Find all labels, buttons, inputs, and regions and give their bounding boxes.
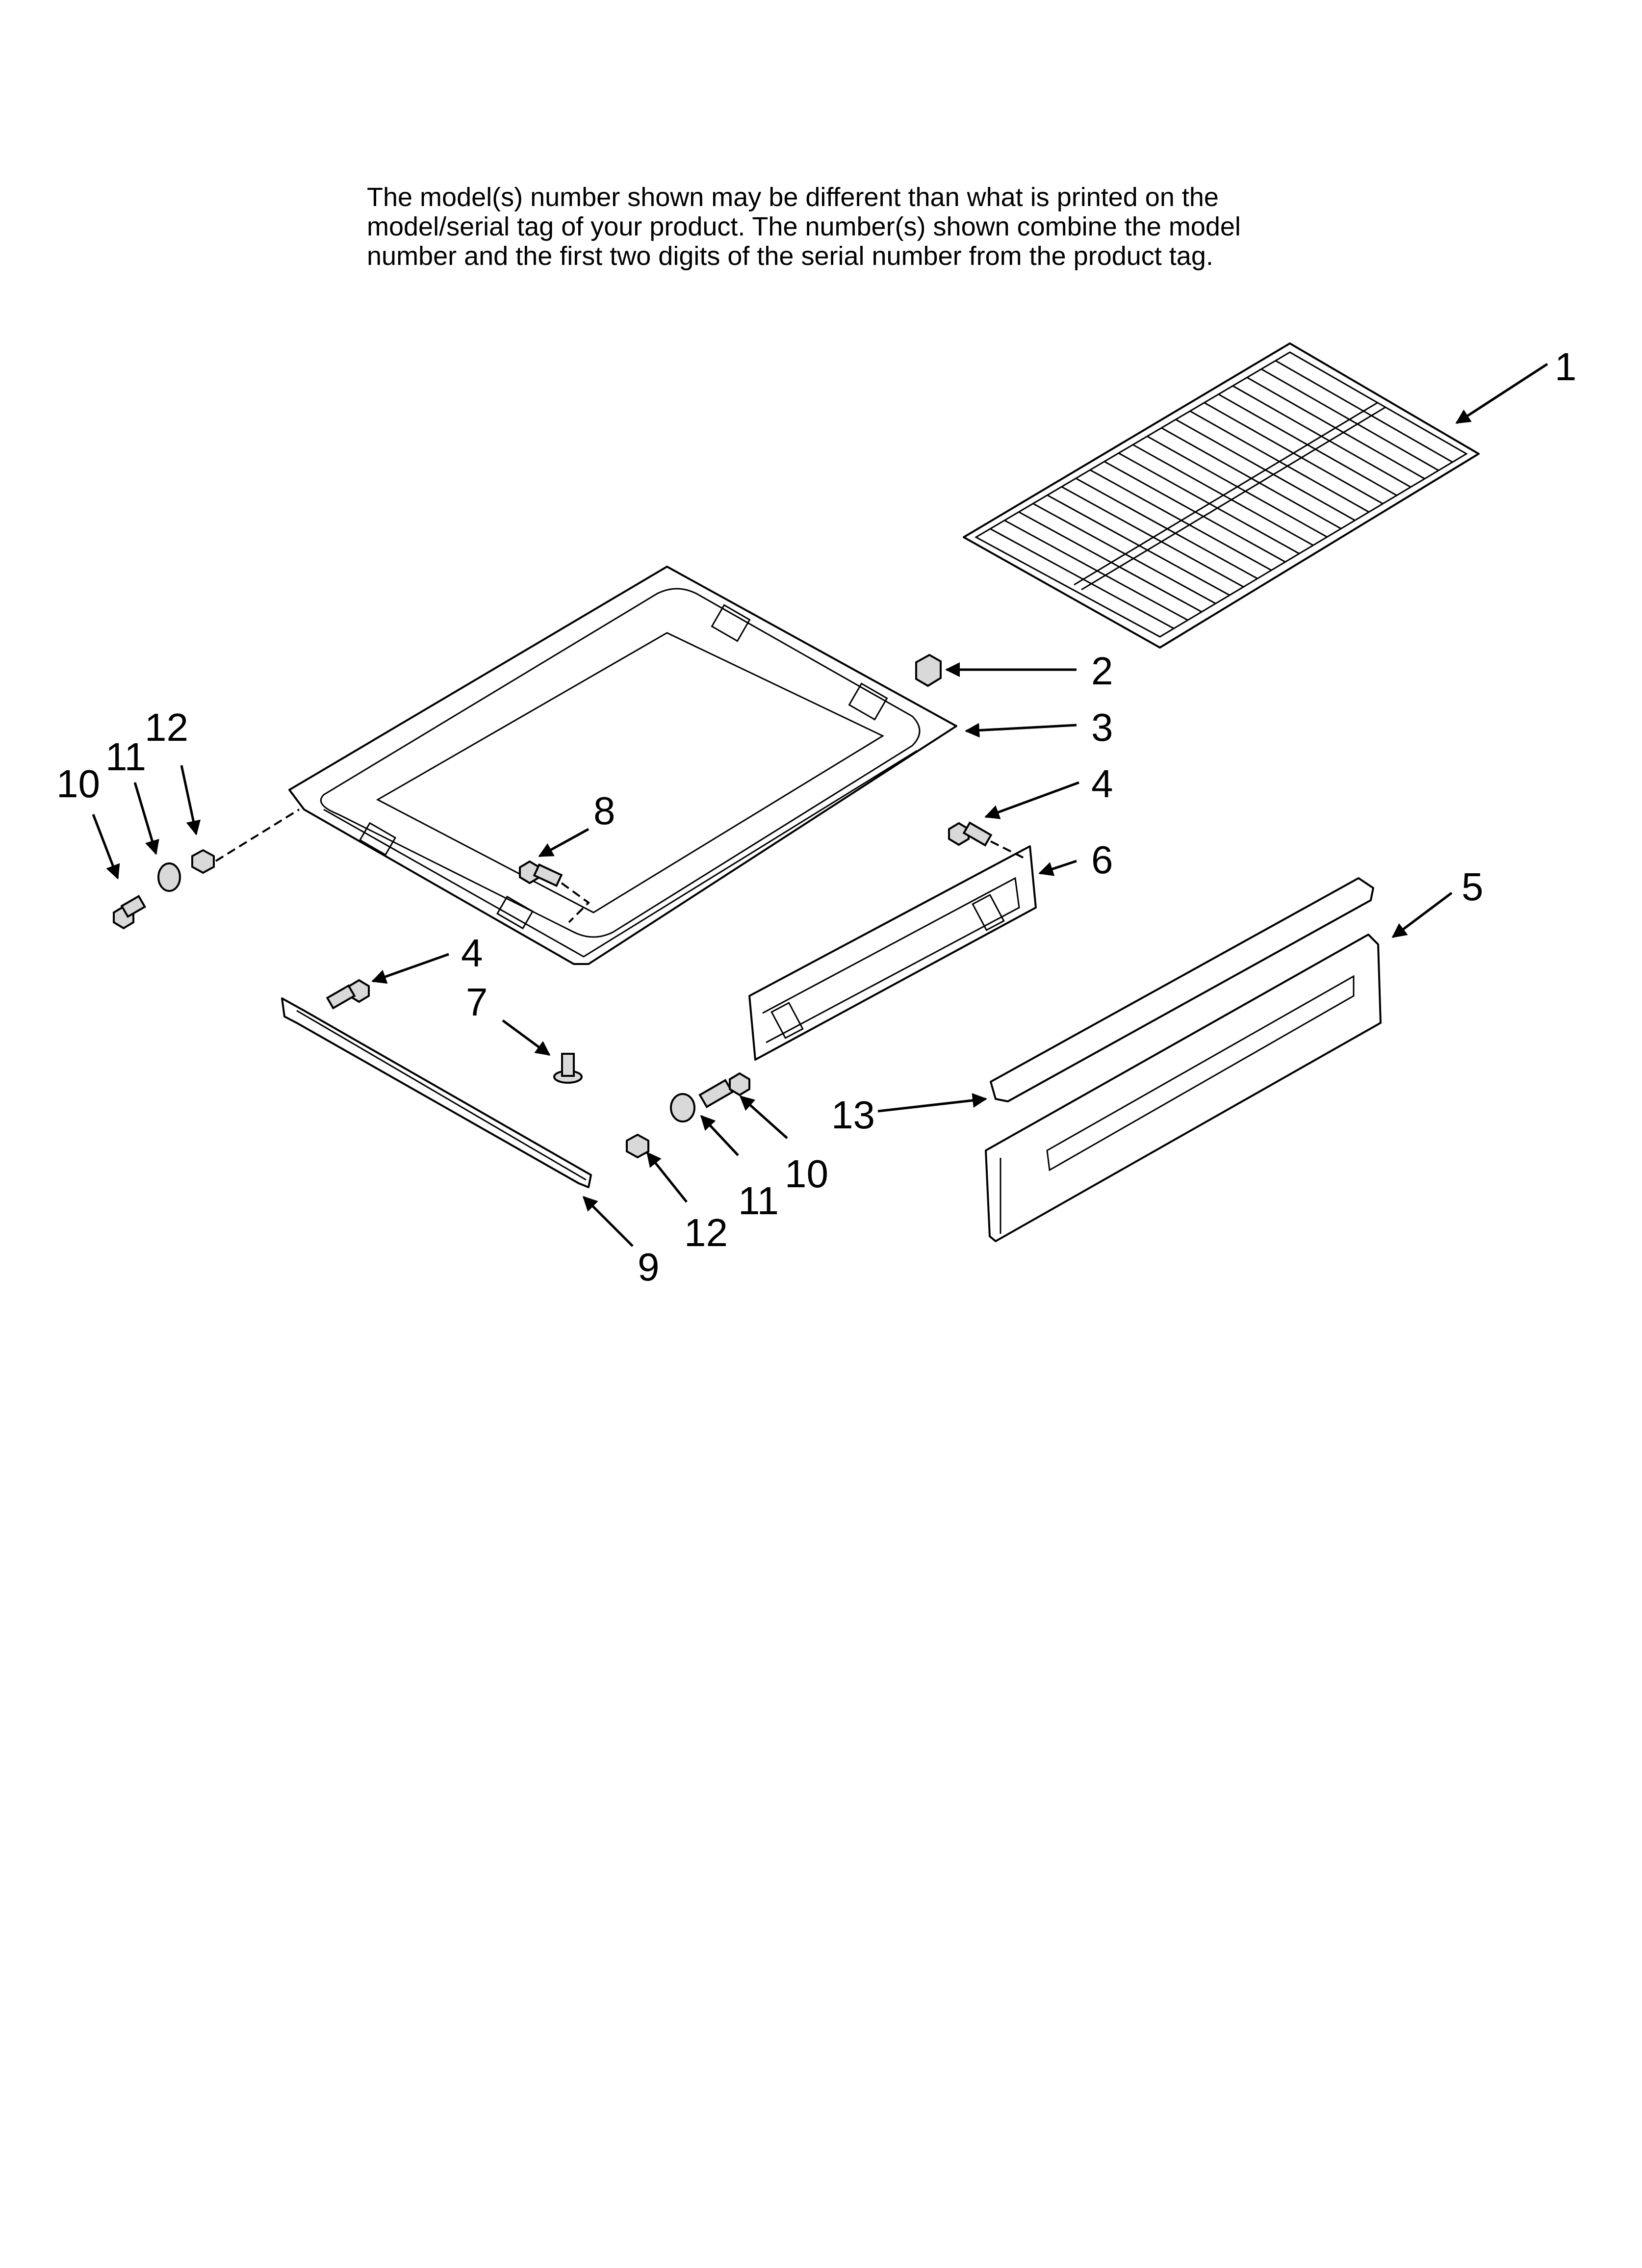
drawer-pan — [288, 566, 957, 965]
slide-rail — [281, 997, 592, 1188]
callout-6: 6 — [1091, 838, 1113, 882]
rack-wire — [990, 528, 1175, 629]
model-number-note: The model(s) number shown may be differe… — [367, 182, 1397, 271]
fastener-set-left — [113, 808, 300, 930]
callout-4-lower: 4 — [461, 931, 483, 975]
screw-4-upper — [948, 821, 1026, 860]
callout-2: 2 — [1091, 649, 1113, 693]
callout-10-left: 10 — [56, 762, 100, 806]
callout-3: 3 — [1091, 705, 1113, 749]
callout-13: 13 — [831, 1093, 875, 1137]
callout-7: 7 — [466, 980, 488, 1024]
rack-wire — [1047, 495, 1230, 596]
oven-rack — [963, 342, 1480, 649]
rack-wire — [1061, 486, 1244, 588]
leader-lines — [92, 363, 1548, 1247]
callout-labels: 1 2 3 4 6 5 8 4 7 13 10 11 12 9 10 11 12 — [56, 345, 1577, 1289]
rack-wire — [1032, 503, 1216, 604]
callout-4-upper: 4 — [1091, 762, 1113, 806]
rack-clip — [915, 653, 942, 687]
callout-10-right: 10 — [785, 1152, 828, 1196]
callout-12-left: 12 — [145, 705, 188, 749]
rear-bracket — [748, 845, 1037, 1061]
callout-11-right: 11 — [738, 1179, 779, 1223]
screw-4-lower — [326, 979, 370, 1010]
callout-12-right: 12 — [684, 1211, 728, 1254]
rack-wire — [1018, 511, 1202, 613]
callout-1: 1 — [1555, 345, 1577, 389]
note-line-2: model/serial tag of your product. The nu… — [367, 212, 1241, 241]
screw-8 — [519, 860, 590, 923]
note-line-3: number and the first two digits of the s… — [367, 241, 1213, 271]
fastener-set-right — [626, 1072, 750, 1159]
drawer-front-panel — [985, 934, 1382, 1242]
note-line-1: The model(s) number shown may be differe… — [367, 182, 1219, 212]
stud-7 — [553, 1053, 583, 1084]
rack-wire — [1004, 520, 1188, 621]
callout-5: 5 — [1462, 865, 1484, 909]
trim-strip — [990, 877, 1374, 1102]
callout-11-left: 11 — [105, 735, 146, 779]
callout-8: 8 — [593, 789, 616, 833]
callout-9: 9 — [638, 1245, 660, 1289]
